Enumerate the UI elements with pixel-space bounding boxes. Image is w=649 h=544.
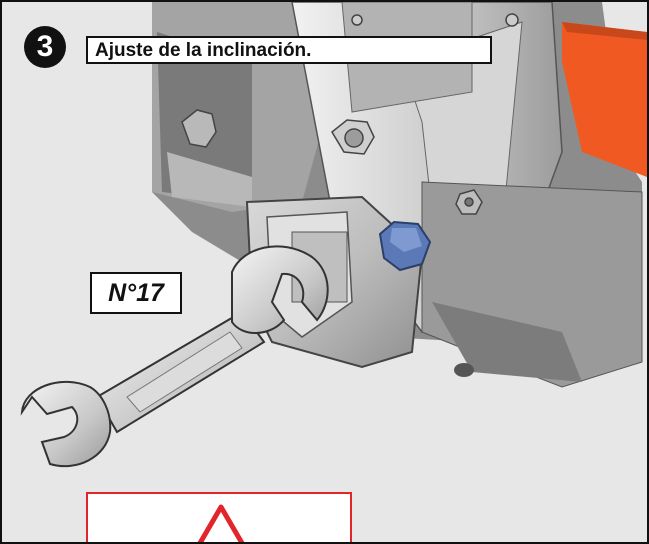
tool-size-label-box: N°17 bbox=[90, 272, 182, 314]
warning-box bbox=[86, 492, 352, 542]
step-title: Ajuste de la inclinación. bbox=[95, 40, 312, 61]
step-number-badge: 3 bbox=[24, 26, 66, 68]
step-title-box: Ajuste de la inclinación. bbox=[86, 36, 492, 64]
warning-triangle-icon bbox=[197, 504, 245, 542]
tool-size-label: N°17 bbox=[108, 279, 164, 307]
